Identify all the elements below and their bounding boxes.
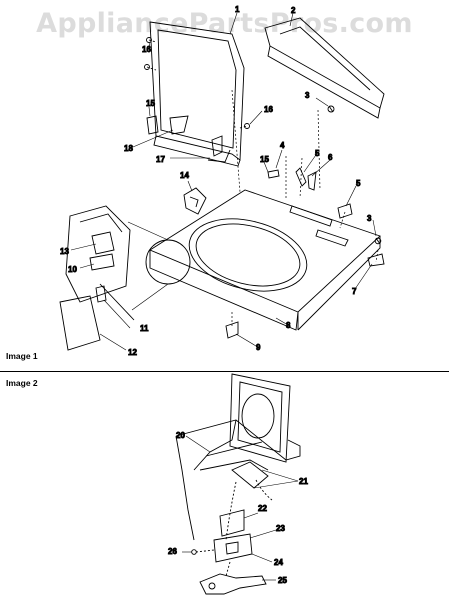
callout-15a: 15 — [146, 99, 155, 108]
callout-3a: 3 — [305, 91, 310, 100]
section-label-image2: Image 2 — [6, 378, 38, 388]
callout-11: 11 — [140, 324, 149, 333]
leader-lines — [70, 12, 377, 351]
callout-15b: 15 — [260, 155, 269, 164]
callout-5b: 5 — [356, 179, 361, 188]
hinge-bracket-part — [191, 509, 253, 563]
callout-23: 23 — [276, 524, 285, 533]
section-divider — [0, 371, 449, 372]
callout-12: 12 — [128, 348, 137, 357]
assembly-lines — [231, 89, 379, 326]
screw-part — [144, 37, 250, 129]
callout-4: 4 — [280, 141, 285, 150]
callout-17: 17 — [156, 155, 165, 164]
lid-assembly-part — [175, 373, 301, 541]
leg-part — [225, 321, 239, 339]
detail-circle — [145, 239, 191, 285]
callout-1: 1 — [235, 5, 240, 14]
rear-panel-part — [264, 17, 385, 119]
callout-7: 7 — [352, 287, 357, 296]
hinge-part — [146, 115, 231, 163]
callout-8: 8 — [286, 321, 291, 330]
callout-2: 2 — [291, 6, 296, 15]
top-cover-part — [149, 189, 381, 331]
callout-16b: 16 — [264, 105, 273, 114]
lid-part — [149, 21, 245, 167]
callout-13: 13 — [60, 247, 69, 256]
callout-3b: 3 — [367, 214, 372, 223]
callout-6: 6 — [328, 153, 333, 162]
spring-part — [199, 561, 267, 595]
callout-16a: 16 — [142, 45, 151, 54]
section-label-image1: Image 1 — [6, 351, 38, 361]
callout-18: 18 — [124, 144, 133, 153]
screw-part — [327, 105, 382, 245]
watermark: AppliancePartsPros.com — [36, 8, 413, 39]
small-parts — [267, 167, 353, 219]
callout-9: 9 — [256, 343, 261, 352]
leader-lines — [182, 435, 299, 581]
detail-view — [59, 205, 135, 351]
clip-part — [367, 253, 385, 267]
callout-20: 20 — [176, 431, 185, 440]
bracket-part — [183, 187, 207, 215]
callout-14: 14 — [180, 171, 189, 180]
callout-21: 21 — [299, 477, 308, 486]
callout-25: 25 — [278, 576, 287, 585]
callout-26: 26 — [168, 547, 177, 556]
callout-5a: 5 — [315, 149, 320, 158]
callout-22: 22 — [258, 504, 267, 513]
callout-10: 10 — [68, 265, 77, 274]
callout-24: 24 — [274, 558, 283, 567]
